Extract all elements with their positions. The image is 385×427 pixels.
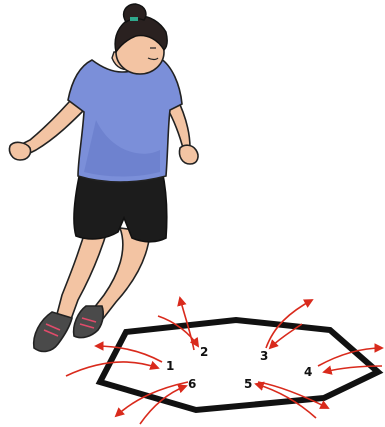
hair-tie [130,17,138,21]
arrow-1a [96,346,162,362]
marker-5: 5 [244,377,252,391]
marker-4: 4 [304,365,312,379]
marker-3: 3 [260,349,268,363]
right-shoe [74,306,104,338]
athlete-figure [9,4,198,351]
marker-1: 1 [166,359,174,373]
position-markers: 1 2 3 4 5 6 [166,345,312,391]
head [115,4,167,74]
left-shoe [34,312,72,351]
hexagon-outline [100,320,378,410]
right-hand [179,145,198,164]
marker-6: 6 [188,377,196,391]
left-hand [9,142,30,160]
marker-2: 2 [200,345,208,359]
